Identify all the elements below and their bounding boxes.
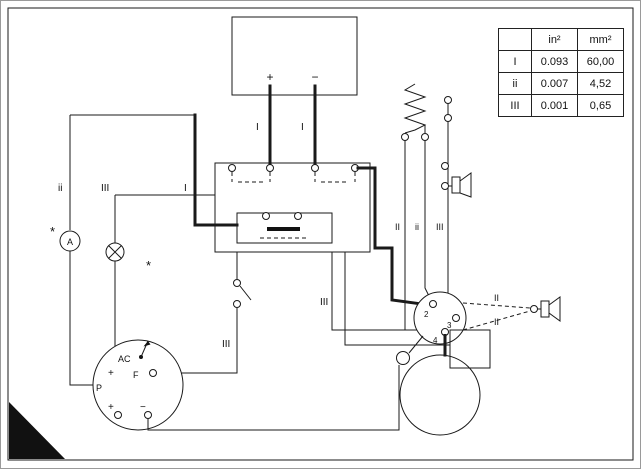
wire-label-III-relay-out: III [320, 297, 328, 308]
wire-label-battery-left: I [256, 122, 259, 133]
table-row-ii: ii 0.007 4,52 [498, 72, 624, 95]
generator-plus-top: + [108, 368, 114, 379]
table-row-I: I 0.093 60,00 [498, 50, 624, 73]
generator-ac-label: AC [118, 354, 131, 364]
wire-label-II-horn-top: II [494, 293, 499, 303]
in2-cell: 0.093 [531, 50, 578, 73]
mm2-cell: 4,52 [577, 72, 624, 95]
pin-4-label: 4 [433, 336, 438, 345]
table-header-in2: in² [531, 28, 578, 51]
horn-dashed-upper [462, 302, 531, 309]
relay-terminal-1 [228, 164, 236, 172]
in2-cell: 0.007 [531, 72, 578, 95]
pinion-terminal [396, 351, 410, 365]
gauge-cell: I [498, 50, 532, 73]
left-wires [69, 113, 239, 386]
ammeter: A [59, 230, 81, 252]
wire-label-battery-right: I [301, 122, 304, 133]
ground-wire [147, 365, 400, 431]
table-corner-cell [498, 28, 532, 51]
relay-terminal-2 [266, 164, 274, 172]
wire-label-III-switch: III [222, 339, 230, 350]
horn-lower-icon [530, 296, 561, 322]
switch [156, 252, 252, 374]
pin-2-terminal [429, 300, 437, 308]
mm2-cell: 0,65 [577, 94, 624, 117]
battery: + − [231, 16, 358, 166]
contact-bar [267, 227, 300, 231]
corner-mark [9, 402, 65, 459]
indicator-lamp-icon [105, 242, 125, 262]
field-terminal [149, 369, 157, 377]
ammeter-label: A [67, 237, 73, 247]
gauge-cell: III [498, 94, 532, 117]
generator-minus-label: − [140, 402, 146, 413]
asterisk-left: * [50, 224, 55, 239]
generator-plus-label: + [108, 402, 114, 413]
switch-blade [239, 285, 252, 301]
generator-field-label: F [133, 370, 139, 380]
feed-wire-I [193, 113, 239, 227]
table-header-mm2: mm² [577, 28, 624, 51]
horn-upper-icon [441, 162, 472, 198]
battery-minus-label: − [311, 70, 318, 84]
inner-contact-box [236, 212, 333, 244]
wire-label-III-lamp: III [101, 183, 109, 194]
generator-p-label: P [96, 383, 102, 393]
plus-terminal [114, 411, 122, 419]
mm2-cell: 60,00 [577, 50, 624, 73]
coil [401, 83, 452, 141]
asterisk-mid: * [146, 258, 151, 273]
battery-plus-label: + [266, 70, 273, 84]
page-border [7, 7, 634, 461]
wire-gauge-table: in² mm² I 0.093 60,00 ii 0.007 4,52 III … [498, 28, 624, 117]
wire-label-ii-col: ii [415, 222, 419, 232]
generator: AC + F P + − [92, 339, 184, 431]
regulator-box [214, 162, 371, 253]
wire-label-ii: ii [58, 183, 62, 194]
table-row-III: III 0.001 0,65 [498, 94, 624, 117]
starter-motor [396, 329, 491, 436]
pin-2-label: 2 [424, 310, 429, 319]
inner-terminal-2 [294, 212, 302, 220]
minus-terminal [144, 411, 152, 419]
in2-cell: 0.001 [531, 94, 578, 117]
wire-label-II-col: II [395, 222, 400, 232]
inner-terminal-1 [262, 212, 270, 220]
table-header-row: in² mm² [498, 28, 624, 51]
relay-terminal-3 [311, 164, 319, 172]
gauge-cell: ii [498, 72, 532, 95]
wire-label-III-col: III [436, 222, 444, 232]
pin-3-terminal [452, 314, 460, 322]
wire-label-I-feed: I [184, 183, 187, 194]
pin-3-label: 3 [447, 321, 452, 330]
main-thick-feed [356, 166, 431, 307]
wire-label-II-horn-bottom: II [494, 317, 499, 327]
junction-connector: 2 3 4 [413, 291, 467, 345]
horn-dashed-lower [462, 310, 531, 331]
